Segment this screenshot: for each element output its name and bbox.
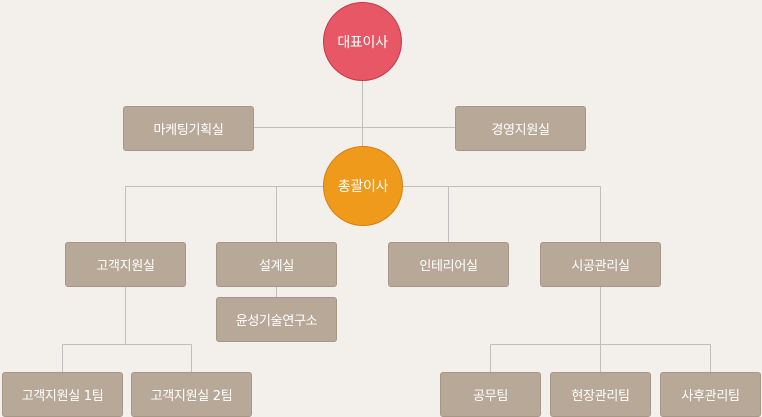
node-customer-team-1: 고객지원실 1팀 <box>2 372 123 417</box>
node-marketing: 마케팅기획실 <box>123 106 254 151</box>
node-customer: 고객지원실 <box>65 242 186 287</box>
node-design-sub: 윤성기술연구소 <box>216 297 337 342</box>
node-aftercare-team: 사후관리팀 <box>660 372 761 417</box>
node-design: 설계실 <box>216 242 337 287</box>
node-works-team: 공무팀 <box>440 372 541 417</box>
node-customer-team-2: 고객지원실 2팀 <box>131 372 252 417</box>
node-management: 경영지원실 <box>455 106 586 151</box>
connector-construction-teams <box>490 287 711 372</box>
node-construction: 시공관리실 <box>540 242 661 287</box>
connector-customer-teams <box>62 287 192 372</box>
node-interior: 인테리어실 <box>388 242 509 287</box>
node-ceo: 대표이사 <box>323 2 402 81</box>
node-site-team: 현장관리팀 <box>550 372 651 417</box>
node-general-manager: 총괄이사 <box>323 146 403 226</box>
